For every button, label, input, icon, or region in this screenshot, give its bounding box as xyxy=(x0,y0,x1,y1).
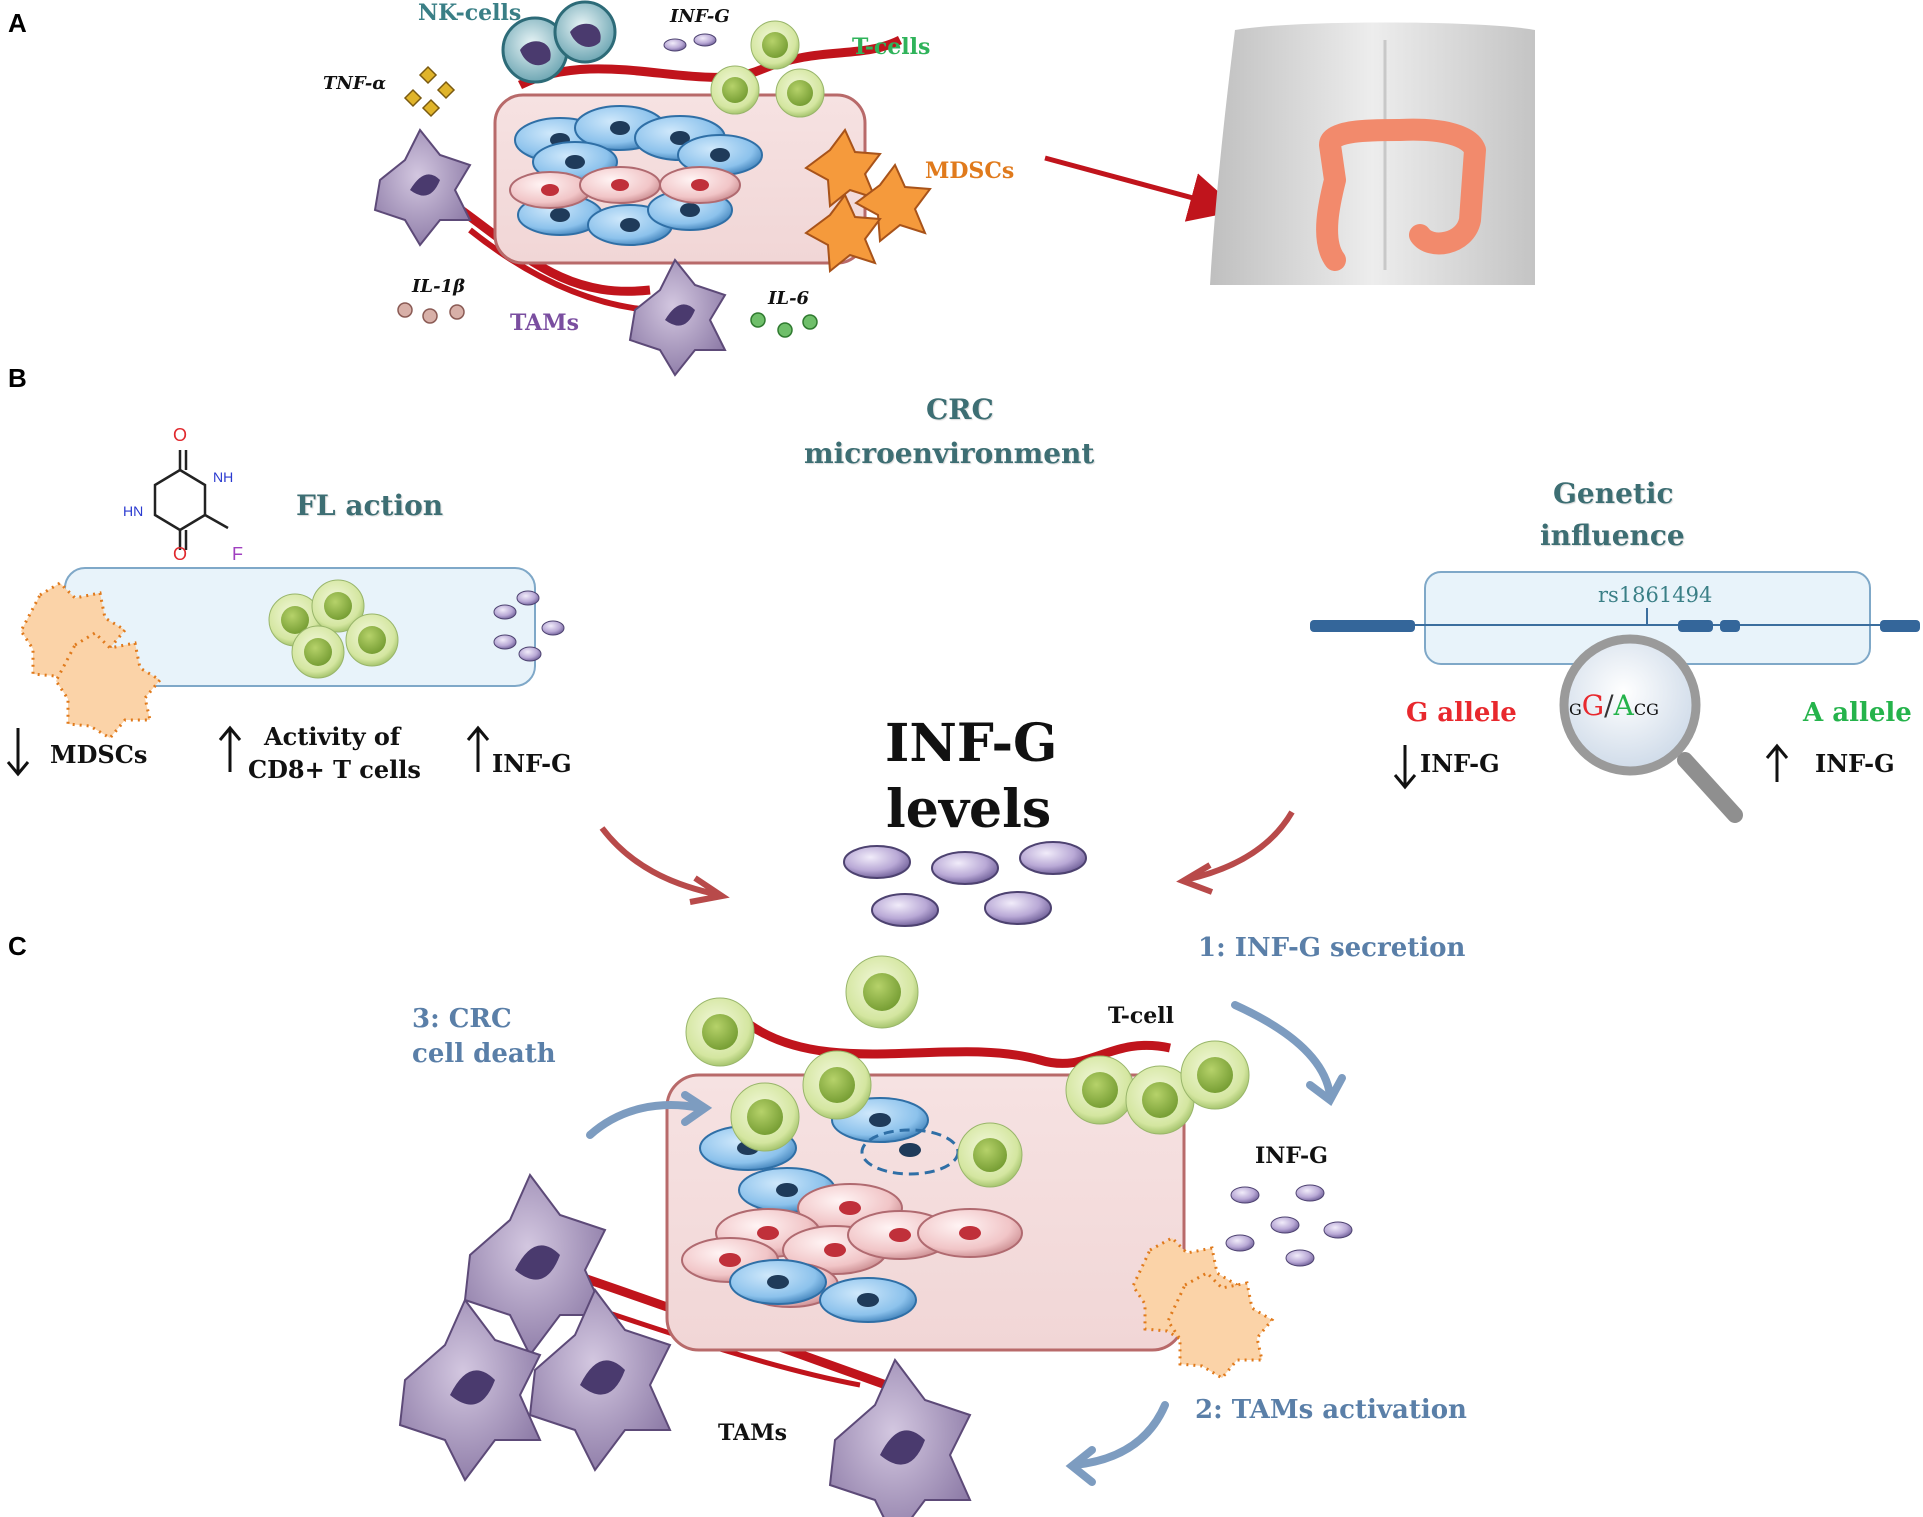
allele-sequence: GG/ACG xyxy=(1569,692,1659,720)
step-2-label: 2: TAMs activation xyxy=(1195,1395,1467,1425)
crc-label-line1: CRC xyxy=(926,393,994,426)
mol-o-top: O xyxy=(173,425,188,445)
fl-action-label: FL action xyxy=(296,489,444,522)
il-1b-label: IL-1β xyxy=(412,276,466,297)
snp-label: rs1861494 xyxy=(1598,583,1713,607)
tnf-alpha-particles xyxy=(403,65,456,118)
seq-g2: G xyxy=(1646,700,1659,719)
panel-c xyxy=(398,955,1353,1517)
g-allele-label: G allele xyxy=(1406,698,1517,728)
arrow-up-icon xyxy=(466,725,490,772)
a-inf-label: INF-G xyxy=(1815,749,1895,778)
inf-g-label-a: INF-G xyxy=(670,6,730,27)
activity-label-line2: CD8+ T cells xyxy=(248,755,421,784)
seq-slash: / xyxy=(1604,689,1614,722)
inf-g-up-label: INF-G xyxy=(492,749,572,778)
genetic-label-line1: Genetic xyxy=(1553,477,1674,510)
levels-label-line2: levels xyxy=(886,779,1052,840)
exon-1 xyxy=(1310,620,1415,632)
panel-a xyxy=(373,0,1535,377)
body-silhouette-icon xyxy=(1210,22,1535,285)
mol-o-bottom: O xyxy=(173,544,188,564)
genetic-label-line2: influence xyxy=(1540,519,1685,552)
arrow-down-icon xyxy=(1393,745,1417,790)
tnf-alpha-label: TNF-α xyxy=(323,73,387,94)
arrow-up-icon xyxy=(1765,743,1789,782)
nk-cells-label: NK-cells xyxy=(418,0,522,26)
a-allele-label: A allele xyxy=(1803,698,1912,728)
tams-a xyxy=(373,128,727,377)
mdscs-label-a: MDSCs xyxy=(925,158,1015,184)
magnifier-icon xyxy=(1559,634,1743,823)
panel-label-c: C xyxy=(8,931,27,961)
inf-g-particles-b xyxy=(493,590,565,662)
exon-4 xyxy=(1880,620,1920,632)
panel-label-a: A xyxy=(8,8,27,38)
seq-a-green: A xyxy=(1613,689,1634,722)
il-6-particles xyxy=(750,312,818,338)
tumor-cells-pink xyxy=(509,166,741,209)
tams-c xyxy=(398,1173,972,1517)
inf-g-particles-a xyxy=(663,33,717,52)
t-cells-c xyxy=(685,955,1250,1188)
arrow-down-icon xyxy=(6,728,30,777)
g-inf-label: INF-G xyxy=(1420,749,1500,778)
seq-c: C xyxy=(1633,700,1647,719)
mdscs-label-b: MDSCs xyxy=(50,740,148,769)
inf-g-particles-c xyxy=(1225,1184,1353,1267)
arrow-up-icon xyxy=(218,725,242,772)
t-cell-label-c: T-cell xyxy=(1108,1003,1174,1029)
mol-f: F xyxy=(232,544,243,564)
step-arrows xyxy=(586,1001,1346,1486)
mdsc-dotted-c xyxy=(1131,1236,1275,1380)
arrow-to-body xyxy=(1044,155,1240,222)
nk-cells xyxy=(501,0,617,84)
mdsc-dotted xyxy=(19,581,163,740)
step-3-label-line1: 3: CRC xyxy=(412,1004,512,1034)
tams-label-a: TAMs xyxy=(510,310,579,336)
t-cells-a xyxy=(710,20,825,118)
exon-3 xyxy=(1720,620,1740,632)
colon-icon xyxy=(1316,118,1486,271)
exon-2 xyxy=(1678,620,1713,632)
mdsc-cells xyxy=(804,128,932,273)
panel-b xyxy=(6,450,1920,927)
seq-g1: G xyxy=(1569,700,1582,719)
tams-label-c: TAMs xyxy=(718,1420,787,1446)
arrow-fl-to-levels xyxy=(599,826,721,898)
activity-label-line1: Activity of xyxy=(264,722,401,751)
step-1-label: 1: INF-G secretion xyxy=(1198,933,1466,963)
il-1b-particles xyxy=(397,302,465,324)
step-3-label-line2: cell death xyxy=(412,1039,556,1069)
mol-hn: HN xyxy=(123,503,144,519)
crc-label-line2: microenvironment xyxy=(804,437,1095,470)
inf-g-label-c: INF-G xyxy=(1255,1143,1328,1169)
t-cells-label-a: T-cells xyxy=(852,34,931,60)
il-6-label: IL-6 xyxy=(768,288,810,309)
mol-nh: NH xyxy=(213,469,234,485)
t-cells-b xyxy=(268,579,399,679)
panel-label-b: B xyxy=(8,363,27,393)
levels-label-line1: INF-G xyxy=(885,713,1058,774)
arrow-genetic-to-levels xyxy=(1184,810,1295,883)
seq-g-red: G xyxy=(1581,689,1605,722)
inf-g-levels-particles xyxy=(843,841,1087,927)
fluorouracil-molecule xyxy=(153,450,229,550)
